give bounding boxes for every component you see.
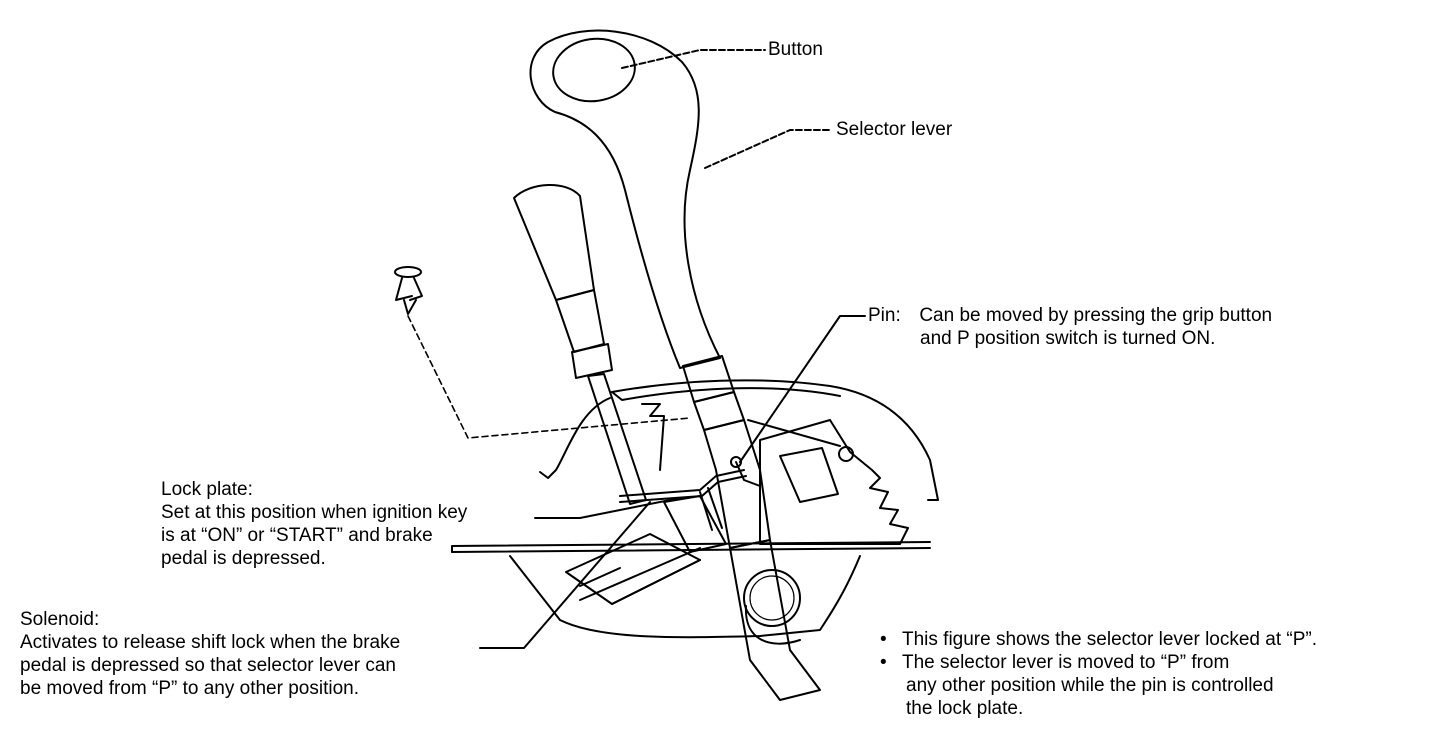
lock-plate-title: Lock plate: [161,479,253,500]
clip-fastener [394,266,691,439]
solenoid-line-2: pedal is depressed so that selector leve… [20,655,396,676]
note-1-text: This figure shows the selector lever loc… [902,629,1318,650]
solenoid [565,533,701,605]
lock-plate-line-2: is at “ON” or “START” and brake [161,525,433,546]
note-2-cont-1: any other position while the pin is cont… [906,675,1274,696]
solenoid-line-3: be moved from “P” to any other position. [20,678,359,699]
pin-title: Pin: [868,305,901,326]
note-item: The selector lever is moved to “P” from … [878,651,1317,720]
pin-line-1: Can be moved by pressing the grip button [919,305,1273,326]
notes: This figure shows the selector lever loc… [878,628,1317,720]
notes-list: This figure shows the selector lever loc… [878,628,1317,720]
detent-plate [747,419,909,545]
solenoid-label: Solenoid: Activates to release shift loc… [20,608,400,700]
selector-lever-label-text: Selector lever [836,119,953,140]
lock-plate-line-1: Set at this position when ignition key [161,502,468,523]
solenoid-line-1: Activates to release shift lock when the… [20,632,401,653]
pin-label: Pin: Can be moved by pressing the grip b… [868,304,1272,350]
note-item: This figure shows the selector lever loc… [878,628,1317,651]
lock-plate [619,456,761,553]
grip-button-shape [552,37,636,103]
button-label-text: Button [768,39,823,60]
pin-roller [743,569,801,645]
solenoid-title: Solenoid: [20,609,100,630]
selector-lever-label: Selector lever [836,118,952,141]
housing [451,379,939,639]
button-label: Button [768,38,823,61]
note-2-cont-2: the lock plate. [906,698,1024,719]
override-rod [513,183,647,505]
note-2-text: The selector lever is moved to “P” from [902,652,1230,673]
lock-plate-label: Lock plate: Set at this position when ig… [161,478,467,570]
lock-plate-line-3: pedal is depressed. [161,548,326,569]
pin-line-2: and P position switch is turned ON. [920,328,1216,349]
